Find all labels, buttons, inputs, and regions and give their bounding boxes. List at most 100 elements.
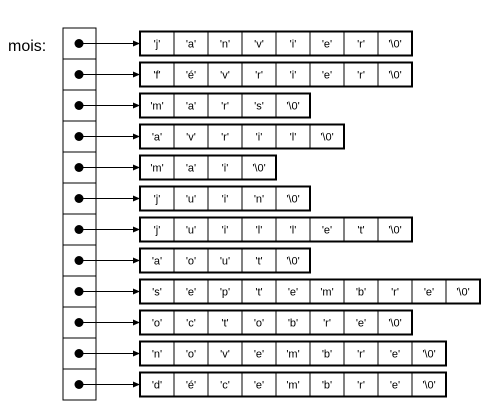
char-cell: 'j' [154,39,161,51]
char-cell: 'm' [286,349,299,361]
char-cell: 'd' [152,380,162,392]
char-cell: 'b' [356,287,366,299]
char-cell: 'e' [322,70,332,82]
arrow-head [133,319,140,326]
char-cell: '\0' [320,132,333,144]
char-cell: 'i' [222,194,229,206]
arrow-head [133,350,140,357]
char-cell: 'e' [186,287,196,299]
arrow-head [133,226,140,233]
char-cell: 'l' [256,225,263,237]
char-cell: 'i' [222,163,229,175]
char-cell: 'u' [220,256,230,268]
char-cell: '\0' [252,163,265,175]
char-cell: 'r' [357,39,365,51]
char-cell: 'u' [186,225,196,237]
char-cell: 's' [152,287,162,299]
char-cell: 'n' [220,39,230,51]
char-cell: 'n' [152,349,162,361]
char-cell: '\0' [286,194,299,206]
char-cell: 'r' [357,349,365,361]
char-cell: '\0' [456,287,469,299]
char-cell: 'r' [357,70,365,82]
char-cell: 'e' [254,380,264,392]
char-cell: 'v' [254,39,264,51]
char-cell: 'e' [322,225,332,237]
array-label: mois: [8,38,46,55]
string-box [139,371,447,398]
char-cell: 'c' [220,380,230,392]
arrow-head [133,257,140,264]
arrow-head [133,195,140,202]
string-box [139,185,311,212]
char-cell: 'i' [290,70,297,82]
char-cell: 'r' [221,132,229,144]
char-cell: 'é' [186,70,196,82]
char-cell: 'r' [255,70,263,82]
char-cell: 'b' [322,380,332,392]
char-cell: 'j' [154,225,161,237]
arrow-head [133,40,140,47]
char-cell: 'c' [186,318,196,330]
char-cell: 'v' [220,70,230,82]
char-cell: 'r' [221,101,229,113]
char-cell: 'i' [222,225,229,237]
char-cell: 'e' [322,39,332,51]
char-cell: '\0' [388,39,401,51]
char-cell: 'j' [154,194,161,206]
char-cell: 'v' [220,349,230,361]
char-cell: 'é' [186,380,196,392]
char-cell: 'e' [390,349,400,361]
char-cell: 'm' [286,380,299,392]
char-cell: 'l' [290,225,297,237]
char-cell: 'u' [186,194,196,206]
char-cell: 'o' [186,349,196,361]
string-box [139,340,447,367]
char-cell: '\0' [286,256,299,268]
char-cell: '\0' [388,225,401,237]
char-cell: 'e' [356,318,366,330]
char-cell: 'm' [150,163,163,175]
arrow-head [133,133,140,140]
char-cell: 'o' [254,318,264,330]
char-cell: 'b' [288,318,298,330]
char-cell: 'e' [390,380,400,392]
char-cell: 't' [357,225,364,237]
char-cell: 'e' [424,287,434,299]
char-cell: '\0' [422,380,435,392]
char-cell: '\0' [422,349,435,361]
char-cell: 'r' [391,287,399,299]
char-cell: '\0' [286,101,299,113]
char-cell: 'a' [152,132,162,144]
char-cell: 'e' [288,287,298,299]
char-cell: 'a' [186,101,196,113]
char-cell: '\0' [388,70,401,82]
char-cell: 't' [255,287,262,299]
char-cell: 'n' [254,194,264,206]
arrow-head [133,102,140,109]
char-cell: 'o' [152,318,162,330]
arrow-head [133,71,140,78]
string-box [139,247,311,274]
char-cell: 'b' [322,349,332,361]
char-cell: 's' [254,101,264,113]
char-cell: 't' [221,318,228,330]
char-cell: 'v' [186,132,196,144]
char-cell: 'a' [186,163,196,175]
char-cell: 'i' [290,39,297,51]
arrow-head [133,381,140,388]
char-cell: 'f' [153,70,160,82]
string-box [139,92,311,119]
char-cell: 'a' [152,256,162,268]
arrow-head [133,164,140,171]
char-cell: 'r' [323,318,331,330]
char-cell: 'm' [320,287,333,299]
char-cell: 'i' [256,132,263,144]
char-cell: 'm' [150,101,163,113]
char-cell: 'l' [290,132,297,144]
char-cell: 'p' [220,287,230,299]
char-cell: 'o' [186,256,196,268]
arrow-head [133,288,140,295]
char-cell: 'e' [254,349,264,361]
